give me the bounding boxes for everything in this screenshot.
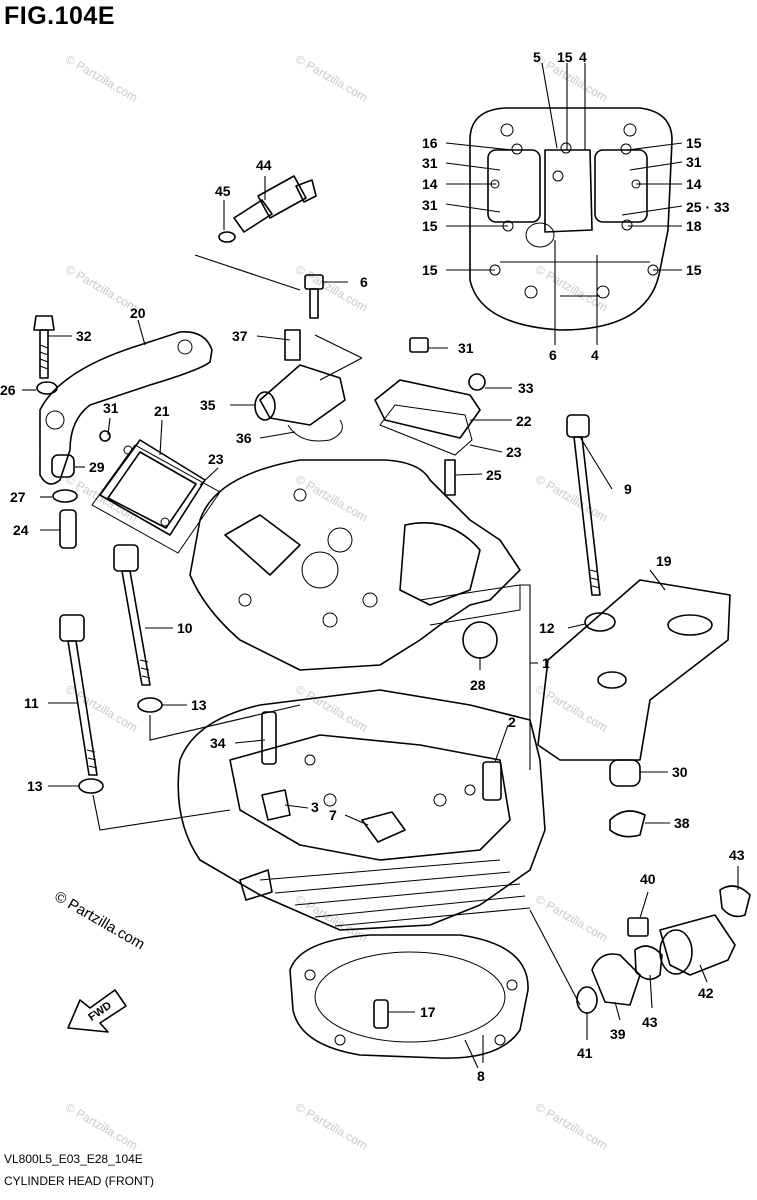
callout-label: 24 <box>13 522 29 538</box>
cylinder-head-cover <box>189 459 521 671</box>
callout-label: 37 <box>232 328 248 344</box>
forward-direction-arrow <box>67 989 127 1033</box>
cylinder-head-gasket <box>289 934 529 1059</box>
callout-label: 28 <box>470 677 486 693</box>
rocker-cover-cap <box>374 337 486 496</box>
temperature-sensor <box>218 175 317 243</box>
diagram-subtitle: CYLINDER HEAD (FRONT) <box>4 1174 155 1188</box>
callout-label: 6 <box>549 347 557 363</box>
callout-label: 43 <box>729 847 745 863</box>
washer <box>36 381 58 395</box>
callout-label: 14 <box>422 176 438 192</box>
callout-label: 39 <box>610 1026 626 1042</box>
callout-label: 35 <box>200 397 216 413</box>
cushion <box>609 759 646 838</box>
figure-title: FIG.104E <box>4 2 115 30</box>
washer <box>78 778 104 794</box>
callout-label: 2 <box>508 714 516 730</box>
fwd-label: FWD <box>86 1000 113 1024</box>
callout-label: 22 <box>516 413 532 429</box>
intake-joint <box>576 885 751 1014</box>
long-bolt <box>113 544 151 686</box>
callout-label: 32 <box>76 328 92 344</box>
callout-label: 27 <box>10 489 26 505</box>
callout-label: 21 <box>154 403 170 419</box>
washer <box>584 612 616 632</box>
cylinder-bracket <box>39 331 213 485</box>
callout-label: 41 <box>577 1045 593 1061</box>
callout-label: 15 <box>422 262 438 278</box>
callout-label: 26 <box>0 382 16 398</box>
callout-label: 19 <box>656 553 672 569</box>
callout-label: 3 <box>311 799 319 815</box>
callout-label: 42 <box>698 985 714 1001</box>
callout-label: 15 <box>686 262 702 278</box>
callout-label: 14 <box>686 176 702 192</box>
callout-label: 15 <box>686 135 702 151</box>
callout-label: 11 <box>24 695 39 711</box>
callout-label: 20 <box>130 305 146 321</box>
callout-label: 12 <box>539 620 555 636</box>
callout-label: 17 <box>420 1004 436 1020</box>
callout-label: 18 <box>686 218 702 234</box>
callout-label: 8 <box>477 1068 485 1084</box>
callout-label: 15 <box>422 218 438 234</box>
callout-label: 31 <box>103 400 119 416</box>
leader-lines <box>22 62 739 1063</box>
long-bolt <box>59 614 98 776</box>
cylinder-head <box>177 689 546 931</box>
callout-label: 31 <box>458 340 474 356</box>
callout-label: 1 <box>542 655 550 671</box>
callout-label: 10 <box>177 620 193 636</box>
callout-label: 29 <box>89 459 105 475</box>
callout-label: 31 <box>422 197 438 213</box>
bolt <box>33 315 55 379</box>
reference-lines <box>92 254 581 1069</box>
callout-label: 13 <box>27 778 43 794</box>
callout-label: 34 <box>210 735 226 751</box>
callout-label: 16 <box>422 135 438 151</box>
callout-label: 6 <box>360 274 368 290</box>
callout-label: 45 <box>215 183 231 199</box>
callout-label: 7 <box>329 807 337 823</box>
callout-label: 13 <box>191 697 207 713</box>
callout-label: 4 <box>579 49 587 65</box>
long-bolt <box>566 414 601 596</box>
valve-inspection-cap <box>91 430 221 554</box>
callout-label: 30 <box>672 764 688 780</box>
callout-label: 25 · 33 <box>686 199 730 215</box>
callout-label: 4 <box>591 347 599 363</box>
callout-label: 36 <box>236 430 252 446</box>
cylinder-head-side-cover <box>537 579 731 761</box>
callout-label: 44 <box>256 157 272 173</box>
callout-labels: 5 15 4 16 31 14 31 15 15 15 31 14 25 · 3… <box>0 49 745 1084</box>
washer <box>137 697 163 713</box>
callout-label: 23 <box>506 444 522 460</box>
diagram-code: VL800L5_E03_E28_104E <box>4 1152 143 1166</box>
water-outlet <box>254 274 346 442</box>
callout-label: 31 <box>422 155 438 171</box>
head-plate-detail <box>469 107 673 331</box>
callout-label: 25 <box>486 467 502 483</box>
callout-label: 33 <box>518 380 534 396</box>
callout-label: 5 <box>533 49 541 65</box>
callout-label: 9 <box>624 481 632 497</box>
grommet <box>51 454 78 549</box>
callout-label: 43 <box>642 1014 658 1030</box>
callout-label: 38 <box>674 815 690 831</box>
callout-label: 23 <box>208 451 224 467</box>
callout-label: 31 <box>686 154 702 170</box>
callout-label: 40 <box>640 871 656 887</box>
callout-label: 15 <box>557 49 573 65</box>
